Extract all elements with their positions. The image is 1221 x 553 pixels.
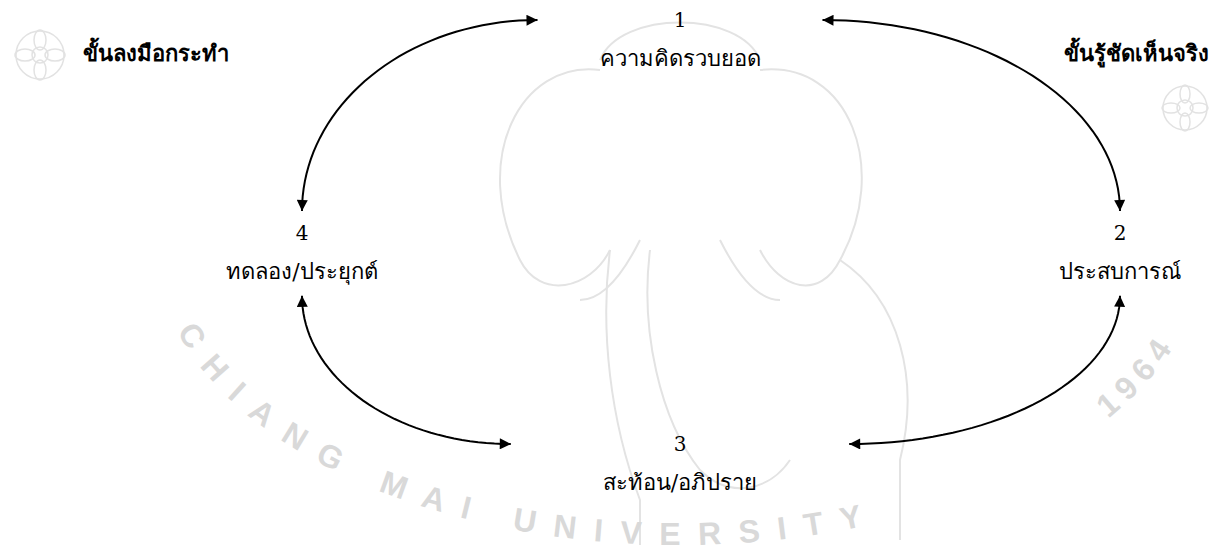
elephant-ear bbox=[500, 69, 610, 285]
cycle-arrow bbox=[302, 20, 538, 211]
watermark-arc bbox=[155, 245, 1205, 545]
step-label: ประสบการณ์ bbox=[1059, 257, 1181, 288]
stage-heading: ขั้นรู้ชัดเห็นจริง bbox=[1064, 38, 1209, 69]
watermark-text: CHIANG MAI UNIVERSITY bbox=[171, 316, 883, 552]
step-number: 1 bbox=[600, 6, 761, 34]
elephant-emblem bbox=[500, 23, 908, 546]
elephant-ear bbox=[760, 69, 862, 285]
flower-ring bbox=[1163, 86, 1207, 130]
watermark-text: 1964 bbox=[1089, 326, 1182, 424]
step-node: 3 สะท้อน/อภิปราย bbox=[511, 426, 849, 503]
step-number: 2 bbox=[1059, 219, 1181, 247]
flower-petal bbox=[1180, 113, 1190, 131]
watermark-text: CHIANG MAI UNIVERSITY bbox=[171, 316, 883, 552]
cycle-arrow bbox=[849, 296, 1120, 444]
flower-emblem bbox=[1162, 85, 1208, 131]
step-label: ความคิดรวบยอด bbox=[600, 44, 761, 75]
flower-emblem bbox=[15, 30, 65, 80]
elephant-tusk bbox=[580, 240, 640, 300]
elephant-leg bbox=[606, 250, 640, 545]
flower-petal bbox=[15, 49, 35, 61]
stage-heading: ขั้นลงมือกระทำ bbox=[83, 38, 229, 69]
flower-petal bbox=[1180, 85, 1190, 103]
step-node: 1 ความคิดรวบยอด bbox=[538, 2, 823, 79]
flower-petal bbox=[1190, 103, 1208, 113]
flower-petal bbox=[1162, 103, 1180, 113]
flower-petal bbox=[34, 30, 46, 50]
flower-ring bbox=[16, 31, 64, 79]
elephant-trunk bbox=[647, 250, 790, 488]
step-node: 4 ทดลอง/ประยุกต์ bbox=[212, 211, 391, 296]
cycle-arrow bbox=[302, 296, 511, 444]
flower-petal bbox=[34, 60, 46, 80]
watermark-text: 1964 bbox=[1089, 326, 1182, 424]
step-number: 3 bbox=[603, 430, 757, 458]
step-label: ทดลอง/ประยุกต์ bbox=[226, 257, 377, 288]
step-node: 2 ประสบการณ์ bbox=[1045, 211, 1195, 296]
elephant-tusk bbox=[720, 240, 780, 300]
step-label: สะท้อน/อภิปราย bbox=[603, 468, 757, 499]
step-number: 4 bbox=[226, 219, 377, 247]
flower-petal bbox=[45, 49, 65, 61]
